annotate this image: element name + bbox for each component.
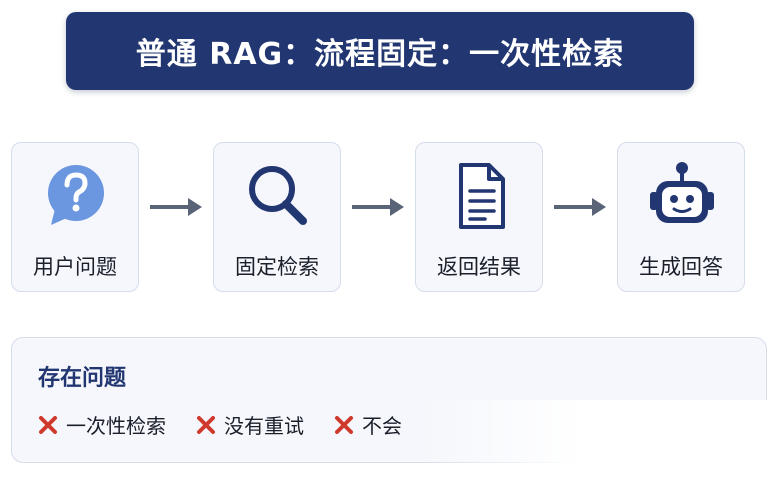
step-card-return-results: 返回结果 <box>415 142 543 292</box>
flow-arrow-icon <box>552 196 608 218</box>
cross-icon <box>335 415 353 434</box>
document-icon <box>440 161 520 231</box>
question-bubble-icon <box>36 161 116 231</box>
cross-icon <box>197 415 215 434</box>
step-label-generate-answer: 生成回答 <box>639 255 723 279</box>
issue-text: 没有重试 <box>224 414 304 438</box>
robot-icon <box>642 161 722 231</box>
page-title: 普通 RAG：流程固定：一次性检索 <box>135 37 625 72</box>
fade-overlay <box>420 400 778 480</box>
issue-text: 一次性检索 <box>66 414 166 438</box>
step-card-generate-answer: 生成回答 <box>617 142 745 292</box>
issue-text: 不会 <box>362 414 402 438</box>
flow-arrow-icon <box>148 196 204 218</box>
flow-arrow-icon <box>350 196 406 218</box>
step-card-fixed-retrieval: 固定检索 <box>213 142 341 292</box>
step-label-return-results: 返回结果 <box>437 255 521 279</box>
step-label-fixed-retrieval: 固定检索 <box>235 255 319 279</box>
issue-item: 不会 <box>334 410 402 439</box>
step-label-user-question: 用户问题 <box>33 255 117 279</box>
issue-list: 一次性检索 没有重试 不会 <box>38 410 402 439</box>
step-card-user-question: 用户问题 <box>11 142 139 292</box>
issue-item: 一次性检索 <box>38 410 166 439</box>
cross-icon <box>39 415 57 434</box>
issues-heading: 存在问题 <box>38 366 127 391</box>
issue-item: 没有重试 <box>196 410 304 439</box>
title-banner: 普通 RAG：流程固定：一次性检索 <box>66 12 694 90</box>
magnifier-icon <box>238 161 318 231</box>
